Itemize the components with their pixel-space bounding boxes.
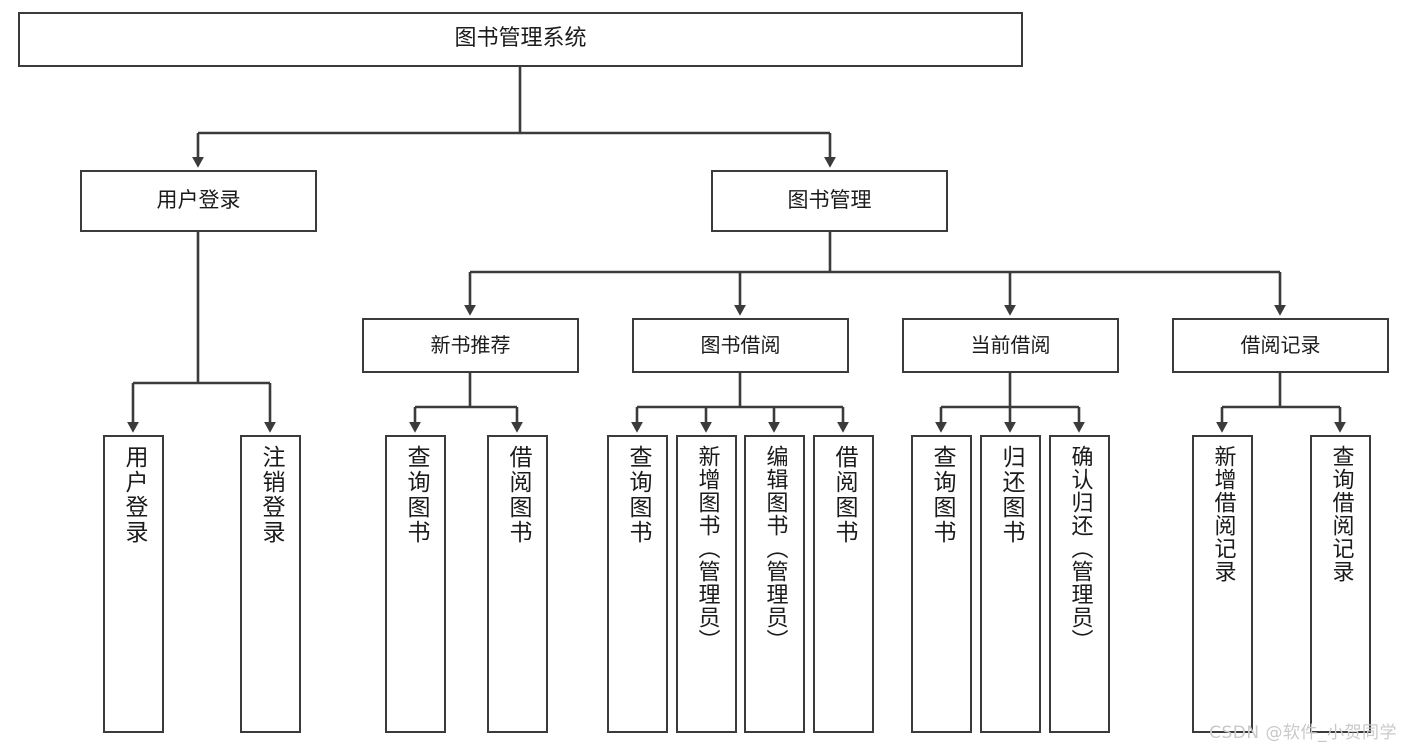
node-label: 当前借阅 — [970, 333, 1051, 358]
leaf-logout[interactable]: 注销登录 — [240, 435, 301, 733]
node-label: 图书管理 — [787, 188, 872, 213]
leaf-query-borrow-record[interactable]: 查询借阅记录 — [1310, 435, 1371, 733]
leaf-query-book-borrow[interactable]: 查询图书 — [607, 435, 668, 733]
node-book-management[interactable]: 图书管理 — [711, 170, 948, 232]
node-borrow-record[interactable]: 借阅记录 — [1172, 318, 1389, 373]
node-label: 借阅记录 — [1240, 333, 1321, 358]
node-label: 用户登录 — [156, 188, 241, 213]
node-label: 图书管理系统 — [454, 26, 587, 52]
node-label: 注销登录 — [258, 445, 284, 545]
leaf-query-book-current[interactable]: 查询图书 — [911, 435, 972, 733]
node-label: 查询图书 — [625, 445, 651, 545]
node-label: 新书推荐 — [430, 333, 511, 358]
leaf-borrow-book-recommend[interactable]: 借阅图书 — [487, 435, 548, 733]
node-label: 图书借阅 — [700, 333, 781, 358]
leaf-add-book-admin[interactable]: 新增图书（管理员） — [676, 435, 737, 733]
leaf-query-book-recommend[interactable]: 查询图书 — [385, 435, 446, 733]
leaf-edit-book-admin[interactable]: 编辑图书（管理员） — [744, 435, 805, 733]
csdn-watermark: CSDN @软件_小贺同学 — [1209, 723, 1397, 743]
node-label: 查询图书 — [403, 445, 429, 545]
node-current-borrow[interactable]: 当前借阅 — [902, 318, 1119, 373]
node-label: 查询借阅记录 — [1328, 445, 1354, 583]
node-label: 归还图书 — [998, 445, 1024, 545]
node-label: 借阅图书 — [505, 445, 531, 545]
node-label: 新增图书（管理员） — [694, 445, 720, 652]
leaf-add-borrow-record[interactable]: 新增借阅记录 — [1192, 435, 1253, 733]
node-user-login[interactable]: 用户登录 — [80, 170, 317, 232]
leaf-return-book[interactable]: 归还图书 — [980, 435, 1041, 733]
node-label: 查询图书 — [929, 445, 955, 545]
leaf-confirm-return-admin[interactable]: 确认归还（管理员） — [1049, 435, 1110, 733]
leaf-user-login[interactable]: 用户登录 — [103, 435, 164, 733]
node-label: 新增借阅记录 — [1210, 445, 1236, 583]
node-label: 确认归还（管理员） — [1067, 445, 1093, 652]
node-label: 借阅图书 — [831, 445, 857, 545]
node-new-book-recommend[interactable]: 新书推荐 — [362, 318, 579, 373]
node-book-borrow[interactable]: 图书借阅 — [632, 318, 849, 373]
node-label: 用户登录 — [121, 445, 147, 545]
node-root-system[interactable]: 图书管理系统 — [18, 12, 1023, 67]
node-label: 编辑图书（管理员） — [762, 445, 788, 652]
leaf-borrow-book[interactable]: 借阅图书 — [813, 435, 874, 733]
